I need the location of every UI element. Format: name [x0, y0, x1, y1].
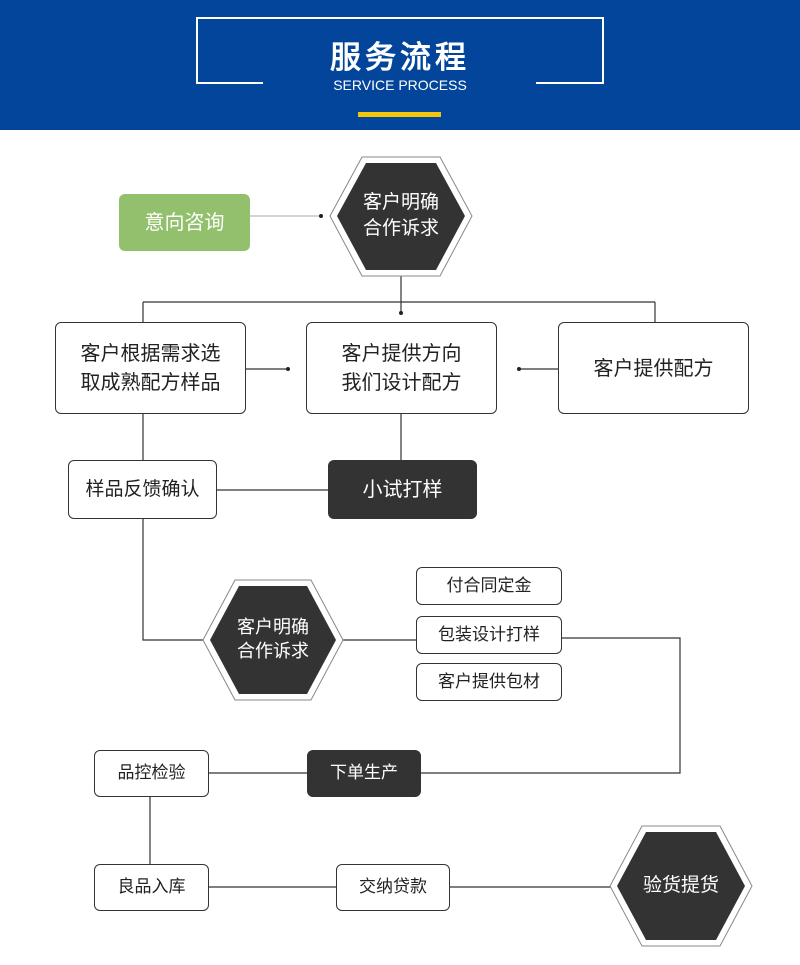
header-banner: 服务流程 SERVICE PROCESS — [0, 0, 800, 130]
node-packaging-design: 包装设计打样 — [416, 616, 562, 654]
frame-line — [536, 82, 604, 84]
accent-bar — [358, 112, 441, 117]
hex-line: 合作诉求 — [362, 217, 439, 239]
node-line: 客户根据需求选 — [80, 341, 221, 365]
node-trial-sample: 小试打样 — [328, 460, 477, 519]
page-subtitle: SERVICE PROCESS — [333, 77, 467, 93]
node-consult: 意向咨询 — [119, 194, 250, 251]
node-hex-inspect-pickup: 验货提货 — [642, 874, 719, 897]
node-sample-feedback: 样品反馈确认 — [68, 460, 217, 519]
hex-line: 合作诉求 — [237, 641, 309, 662]
connector-dot — [286, 367, 290, 371]
node-hex-clarify-needs-2: 客户明确合作诉求 — [213, 595, 333, 685]
node-line: 取成熟配方样品 — [80, 370, 221, 394]
node-production: 下单生产 — [307, 750, 421, 797]
frame-line — [196, 17, 198, 84]
hex-line: 客户明确 — [237, 616, 309, 638]
node-line: 客户提供方向 — [341, 341, 462, 365]
node-line: 我们设计配方 — [341, 370, 462, 394]
node-choose-sample: 客户根据需求选取成熟配方样品 — [55, 322, 246, 414]
connector — [142, 519, 205, 641]
connector-dot — [399, 311, 403, 315]
frame-line — [602, 17, 604, 84]
node-custom-design: 客户提供方向我们设计配方 — [306, 322, 497, 414]
node-payment: 交纳贷款 — [336, 864, 450, 911]
node-warehousing: 良品入库 — [94, 864, 209, 911]
frame-line — [196, 82, 263, 84]
connector — [421, 637, 681, 774]
node-deposit: 付合同定金 — [416, 567, 562, 605]
node-own-formula: 客户提供配方 — [558, 322, 749, 414]
node-own-packaging: 客户提供包材 — [416, 663, 562, 701]
hexagon-shape-2 — [202, 579, 344, 701]
frame-line — [196, 17, 604, 19]
connector-dot — [517, 367, 521, 371]
hex-line: 客户明确 — [362, 191, 439, 214]
node-hex-clarify-needs: 客户明确合作诉求 — [340, 170, 462, 262]
hexagon-shape-1 — [329, 156, 473, 277]
page-title: 服务流程 — [330, 40, 470, 76]
connector-dot — [319, 214, 323, 218]
hexagon-shape-3 — [609, 825, 753, 947]
node-quality-check: 品控检验 — [94, 750, 209, 797]
